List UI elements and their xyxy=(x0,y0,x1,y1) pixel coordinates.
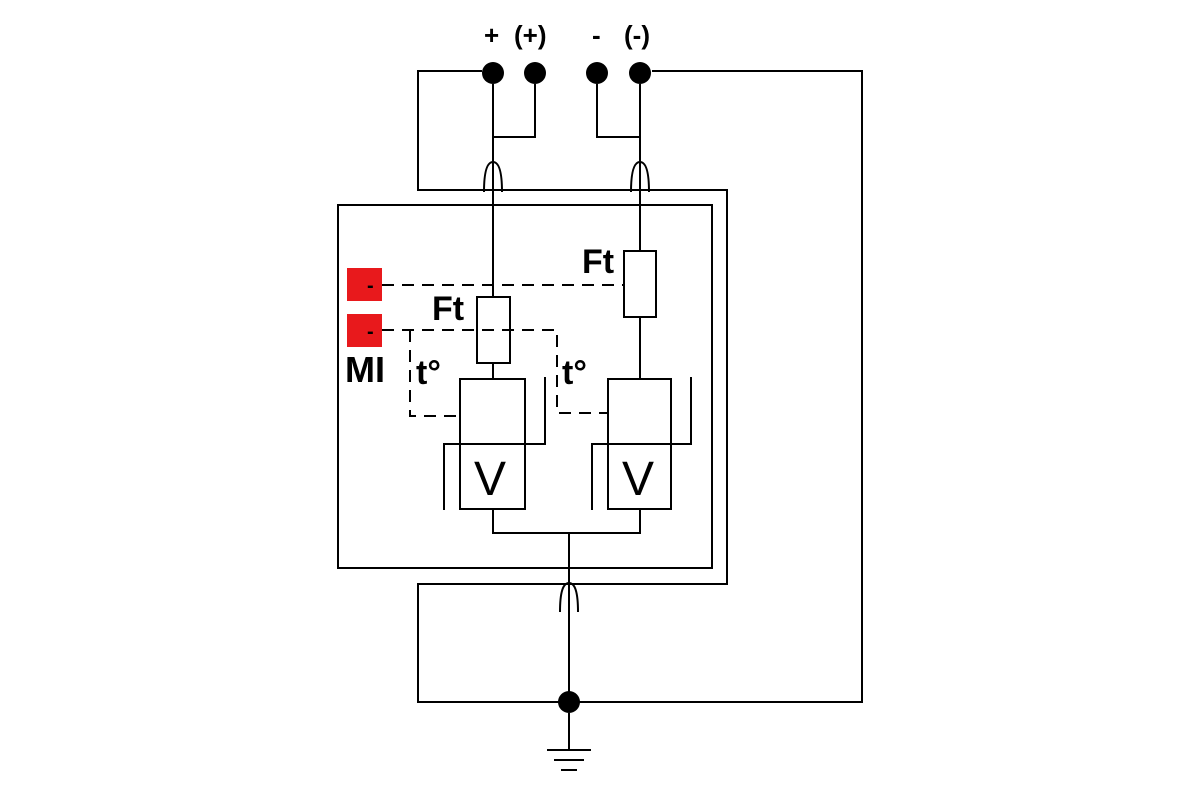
indicator-label: MI xyxy=(345,349,385,390)
right-varistor-label: V xyxy=(622,453,654,506)
right-varistor-lead-left xyxy=(591,443,608,510)
ground-terminal xyxy=(558,691,580,713)
indicator-link-bottom xyxy=(382,329,608,414)
terminal-minus xyxy=(586,62,608,84)
terminal-plus-paren xyxy=(524,62,546,84)
indicator-flag-bottom xyxy=(347,314,382,347)
left-fuse-label: Ft xyxy=(432,290,464,328)
left-varistor-lead-left xyxy=(443,443,460,510)
indicator-flag-bottom-text: - xyxy=(367,321,374,343)
right-fuse-label: Ft xyxy=(582,243,614,281)
terminal-minus-paren xyxy=(629,62,651,84)
terminal-plus xyxy=(482,62,504,84)
varistor-common-bus xyxy=(492,509,641,534)
right-varistor-lead-right xyxy=(671,377,692,445)
minus-bridge xyxy=(596,84,641,138)
left-thermal-link xyxy=(409,330,460,417)
left-varistor-label: V xyxy=(474,453,506,506)
right-thermal-label: t° xyxy=(562,354,587,392)
left-varistor-lead-right xyxy=(525,377,546,445)
terminal-plus-label: + xyxy=(484,20,499,50)
terminal-minus-label: - xyxy=(592,20,601,50)
indicator-flag-top xyxy=(347,268,382,301)
ground-symbol-icon xyxy=(547,713,591,771)
module-box xyxy=(337,204,713,569)
terminal-plus-paren-label: (+) xyxy=(514,20,547,50)
indicator-flag-top-text: - xyxy=(367,275,374,297)
left-thermal-label: t° xyxy=(416,354,441,392)
terminal-minus-paren-label: (-) xyxy=(624,20,650,50)
plus-bridge xyxy=(492,84,536,138)
right-fuse xyxy=(623,250,657,318)
